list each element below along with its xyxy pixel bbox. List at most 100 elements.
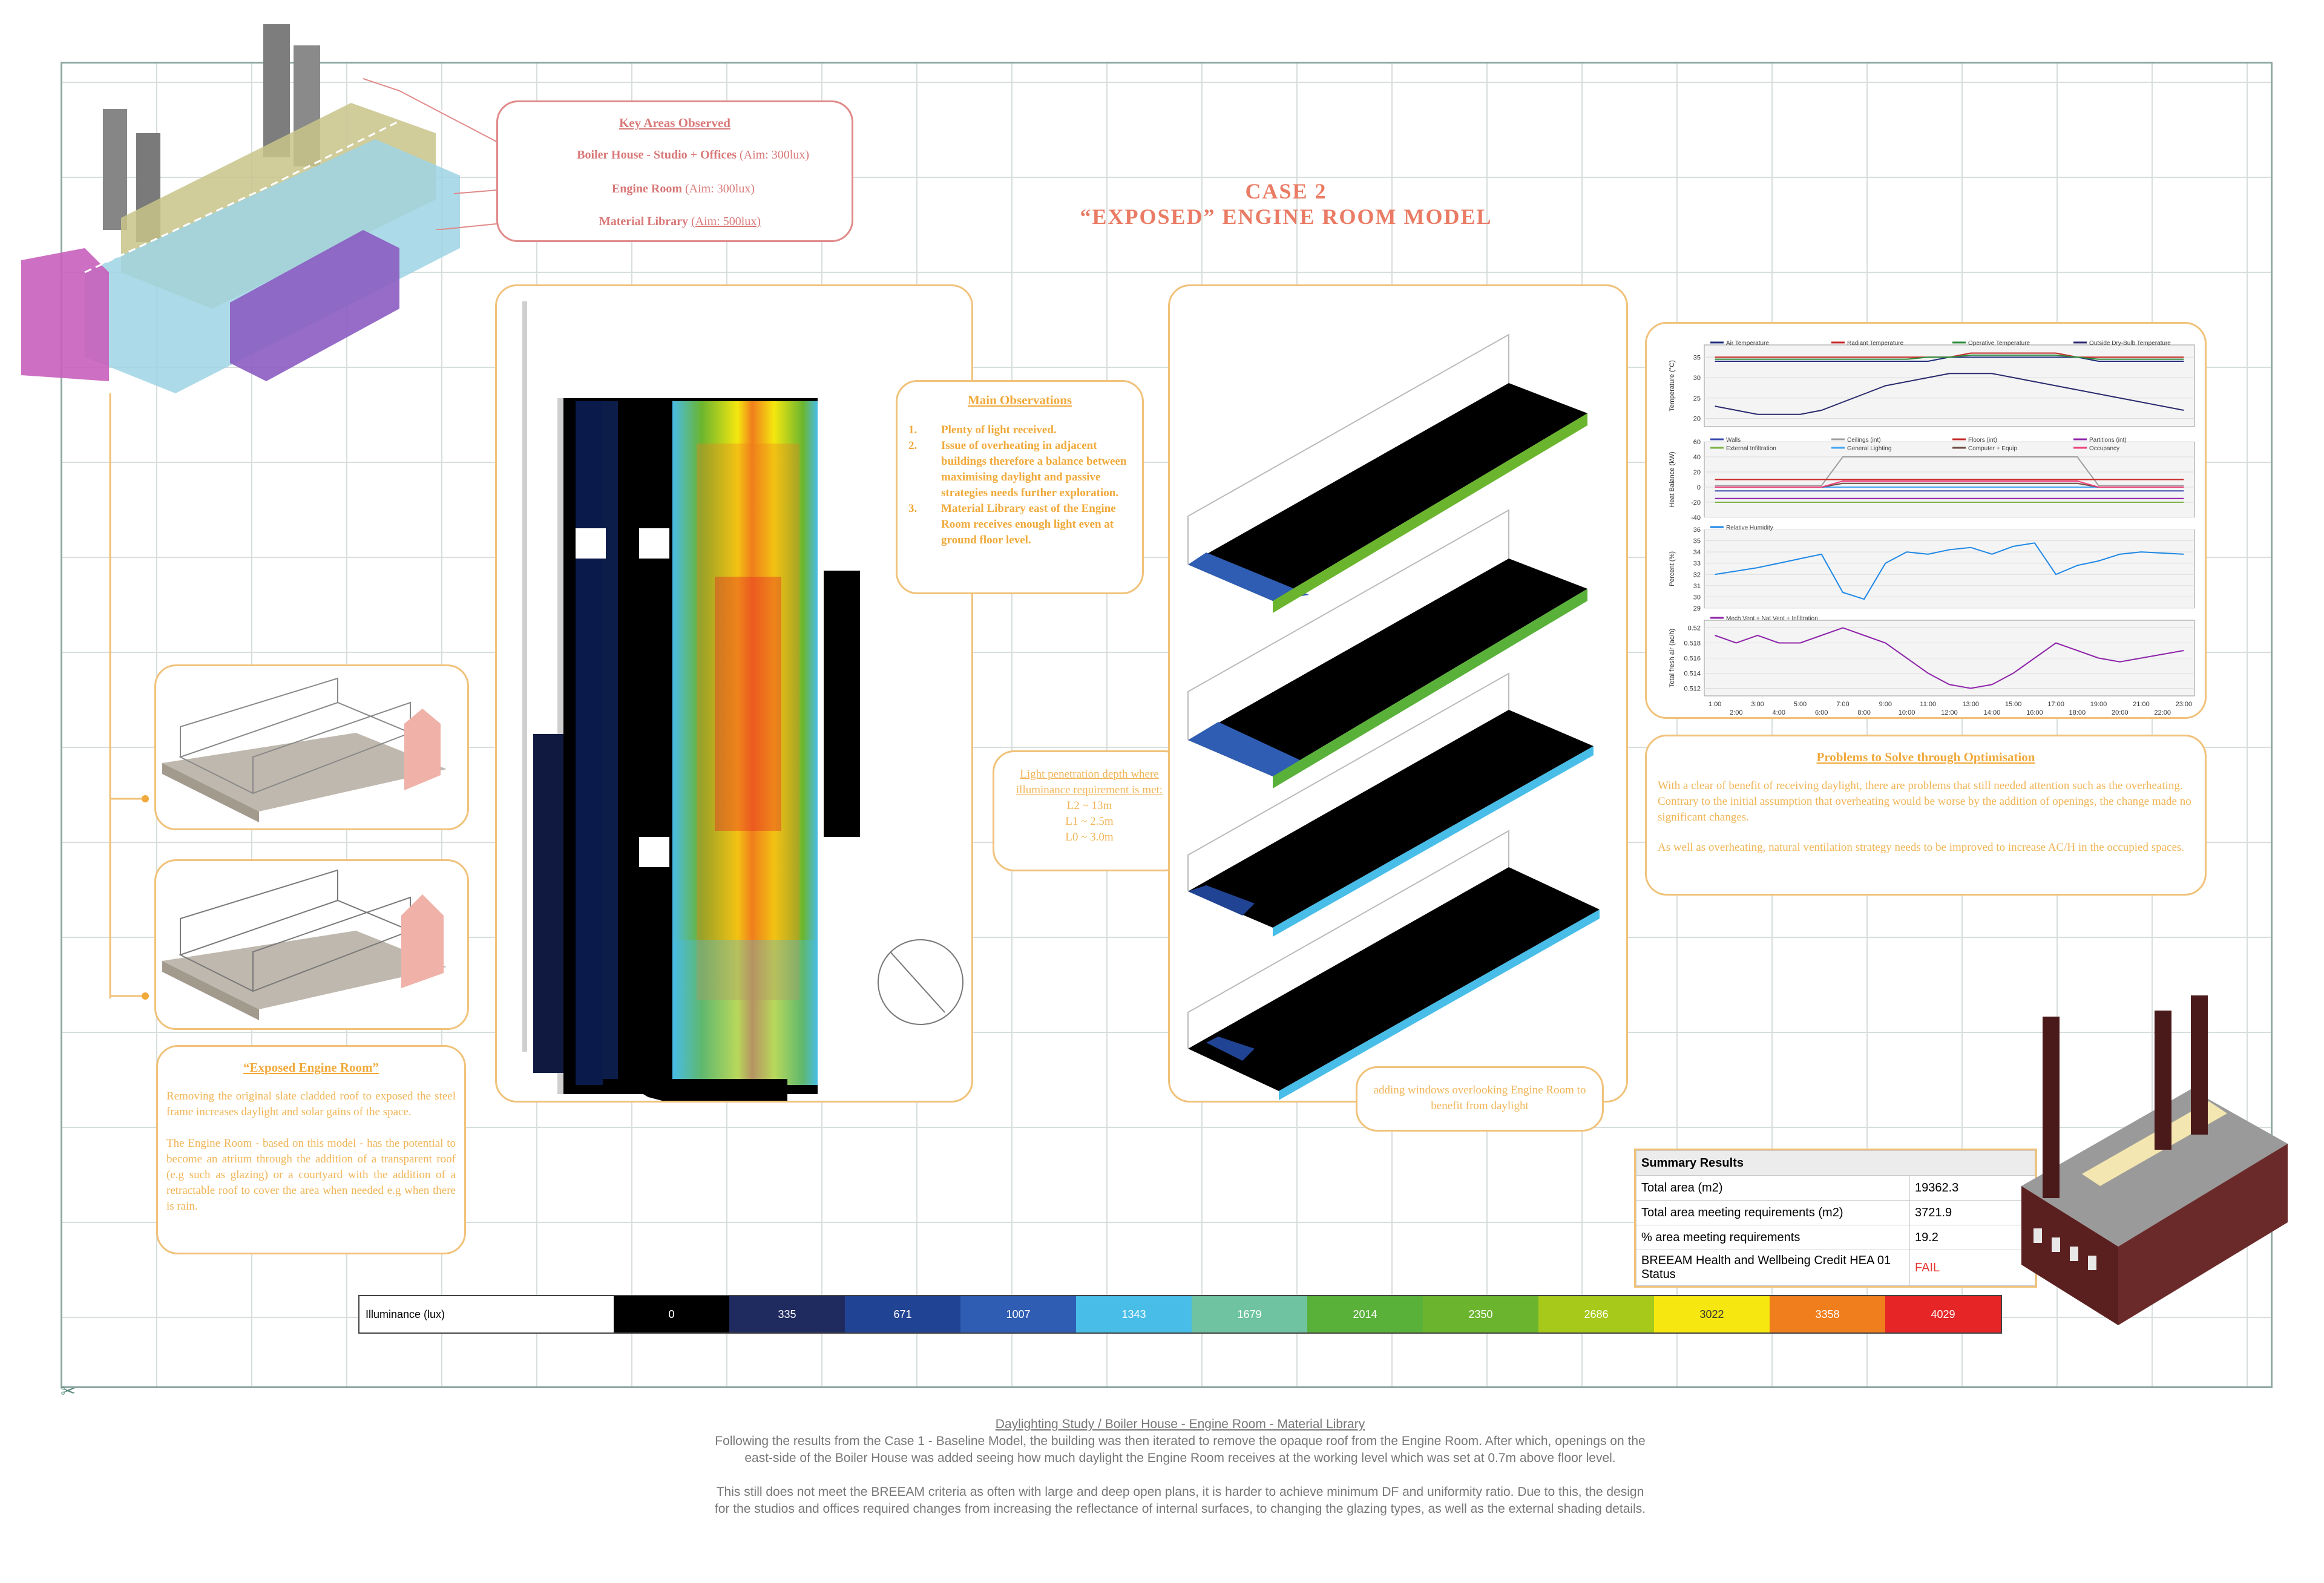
exposed-para-1: Removing the original slate cladded roof… [166,1090,456,1118]
x-tick-label: 7:00 [1836,701,1849,708]
windows-note-panel: adding windows overlooking Engine Room t… [1356,1066,1604,1132]
x-tick-label: 19:00 [2090,701,2107,708]
x-tick-label: 4:00 [1773,709,1785,716]
isometric-floors-panel [1168,284,1628,1103]
summary-label-4: BREEAM Health and Wellbeing Credit HEA 0… [1636,1250,1910,1286]
key-area-engine-room: Engine Room (Aim: 300lux) [611,182,755,195]
y-tick-label: 0.512 [1684,686,1701,693]
x-tick-label: 5:00 [1794,701,1807,708]
floor-level-0 [1187,830,1600,1100]
legend-stop: 671 [845,1296,960,1332]
key-areas-heading: Key Areas Observed [619,116,730,130]
legend-entry: Partitions (int) [2089,437,2127,444]
material-library-mass [230,230,399,381]
building-render-drawing [2021,995,2288,1325]
x-tick-label: 3:00 [1751,701,1764,708]
light-penetration-heading: Light penetration depth where illuminanc… [1016,768,1163,796]
windows-note-text: adding windows overlooking Engine Room t… [1373,1084,1586,1112]
key-areas-panel: Key Areas Observed Boiler House - Studio… [496,100,853,242]
x-tick-label: 8:00 [1857,709,1870,716]
problems-heading: Problems to Solve through Optimisation [1816,750,2035,764]
exposed-heading: “Exposed Engine Room” [243,1060,379,1075]
series-line [1715,627,2184,689]
y-tick-label: 34 [1693,549,1701,556]
legend-entry: Air Temperature [1726,340,1769,347]
observation-item-3: 3.Material Library east of the Engine Ro… [908,502,1116,546]
engine-room-render-2 [162,869,447,1020]
x-tick-label: 11:00 [1920,701,1936,708]
dashed-outline [84,102,461,274]
legend-entry: Walls [1726,437,1741,444]
y-axis-label: Temperature (°C) [1669,360,1676,411]
key-area-material-library: Material Library (Aim: 500lux) [599,215,761,228]
engine-room-render-1 [162,677,447,822]
x-tick-label: 18:00 [2069,709,2086,716]
summary-label-1: Total area (m2) [1636,1175,1910,1201]
penetration-l1: L1 ~ 2.5m [1065,815,1114,828]
series-line [1715,373,2184,415]
y-tick-label: 0 [1697,484,1701,491]
engine-room-mass [85,139,460,393]
summary-label-2: Total area meeting requirements (m2) [1636,1200,1910,1225]
x-tick-label: 9:00 [1879,701,1892,708]
legend-stop: 1343 [1076,1296,1192,1332]
legend-entry: Radiant Temperature [1847,340,1904,347]
y-tick-label: 20 [1693,416,1701,423]
problems-para-2: As well as overheating, natural ventilat… [1658,841,2185,854]
y-axis-label: Percent (%) [1669,551,1676,586]
y-tick-label: 30 [1693,375,1701,382]
x-tick-label: 22:00 [2154,709,2171,716]
y-tick-label: 35 [1693,354,1701,361]
exposed-para-2: The Engine Room - based on this model - … [166,1137,456,1213]
legend-stop: 335 [729,1296,845,1332]
legend-stop: 0 [614,1296,729,1332]
scissors-icon: ✂ [61,1381,76,1401]
summary-value-2: 3721.9 [1909,1200,2035,1225]
legend-stop: 2350 [1423,1296,1538,1332]
legend-stop: 3022 [1654,1296,1770,1332]
y-tick-label: 32 [1693,571,1701,578]
isometric-floors-drawing [1187,333,1600,1100]
y-tick-label: 35 [1693,538,1701,545]
west-wing-mass [21,248,109,381]
y-tick-label: 29 [1693,605,1701,612]
daylight-plan-drawing [522,301,963,1133]
x-tick-label: 14:00 [1984,709,2001,716]
y-tick-label: 0.516 [1684,655,1701,663]
legend-entry: General Lighting [1847,445,1891,452]
y-axis-label: Heat Balance (kW) [1669,451,1676,507]
x-tick-label: 13:00 [1962,701,1979,708]
observation-item-2: 2.Issue of overheating in adjacent build… [908,439,1127,499]
summary-heading: Summary Results [1636,1150,2035,1176]
legend-entry: Operative Temperature [1968,340,2030,347]
key-area-boiler-house: Boiler House - Studio + Offices (Aim: 30… [577,148,809,162]
series-line [1715,456,2184,487]
series-line [1715,354,2184,360]
legend-entry: Occupancy [2089,445,2119,452]
chimney-1 [263,24,290,157]
legend-stop: 4029 [1885,1296,2001,1332]
model-render-panel-1 [154,664,469,830]
y-tick-label: 0.514 [1684,670,1701,678]
penetration-l2: L2 ~ 13m [1066,799,1112,812]
legend-entry: Computer + Equip [1968,445,2017,452]
main-observations-panel: Main Observations 1.Plenty of light rece… [896,380,1144,594]
problems-para-1: With a clear of benefit of receiving day… [1658,779,2191,824]
caption-para-2: This still does not meet the BREEAM crit… [714,1485,1646,1516]
chart-plot-area [1704,529,2195,609]
daylight-plan-panel [495,284,973,1133]
main-observations-heading: Main Observations [967,393,1072,407]
problems-panel: Problems to Solve through Optimisation W… [1645,735,2207,896]
y-tick-label: -20 [1691,499,1701,506]
y-tick-label: -40 [1691,514,1701,522]
summary-results: Summary Results Total area (m2)19362.3 T… [1634,1149,2037,1288]
floor-level-1 [1187,672,1594,937]
time-axis: 1:002:003:004:005:006:007:008:009:0010:0… [1709,701,2192,716]
x-tick-label: 17:00 [2047,701,2064,708]
legend-entry: External Infiltration [1726,445,1776,452]
page-title: CASE 2 “EXPOSED” ENGINE ROOM MODEL [968,179,1604,229]
